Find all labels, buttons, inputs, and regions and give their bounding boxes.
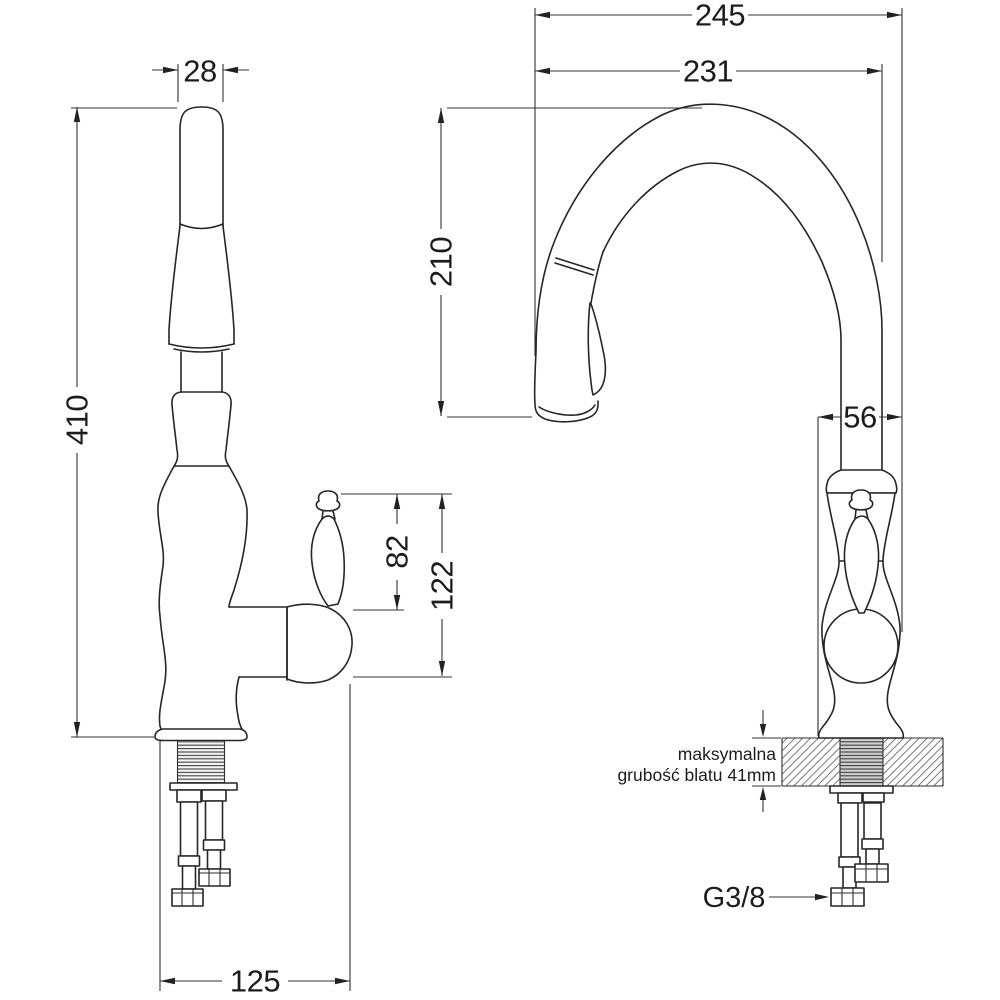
front-spray-head <box>533 251 607 423</box>
dim-label-base-spread: 125 <box>230 964 280 999</box>
front-handle <box>843 489 880 614</box>
countertop-slab <box>781 737 944 787</box>
side-shank-and-hoses <box>169 741 238 907</box>
dim-label-spout-width: 28 <box>183 54 216 89</box>
dim-label-total-height: 410 <box>60 395 95 445</box>
countertop-note-line2: grubość blatu 41mm <box>617 765 776 785</box>
side-spout-outlet <box>286 603 353 684</box>
dim-label-spout-clearance: 210 <box>424 237 459 287</box>
side-handle <box>310 490 346 607</box>
dim-label-body-width: 56 <box>843 400 876 435</box>
dim-label-handle-to-outlet-bottom: 122 <box>425 561 460 611</box>
front-view-faucet <box>533 103 905 907</box>
dimension-lines <box>76 14 902 982</box>
extension-lines <box>71 8 903 991</box>
front-hoses <box>829 785 894 907</box>
side-body <box>154 404 288 742</box>
dim-label-handle-to-outlet-top: 82 <box>380 535 415 568</box>
dimension-labels: 245 231 28 410 210 82 122 125 56 maksyma… <box>60 0 878 999</box>
dim-label-overall-depth: 245 <box>695 0 745 33</box>
dimension-arrowheads <box>73 11 902 985</box>
countertop-note-line1: maksymalna <box>678 744 776 764</box>
side-view-faucet <box>154 106 353 907</box>
side-neck <box>171 351 232 406</box>
front-gooseneck-arch <box>535 103 883 471</box>
thread-size-label: G3/8 <box>703 882 766 914</box>
front-handle-hub <box>823 608 899 684</box>
front-body <box>817 469 905 739</box>
dim-label-spout-reach: 231 <box>683 54 733 89</box>
side-spray-capsule <box>168 106 235 353</box>
